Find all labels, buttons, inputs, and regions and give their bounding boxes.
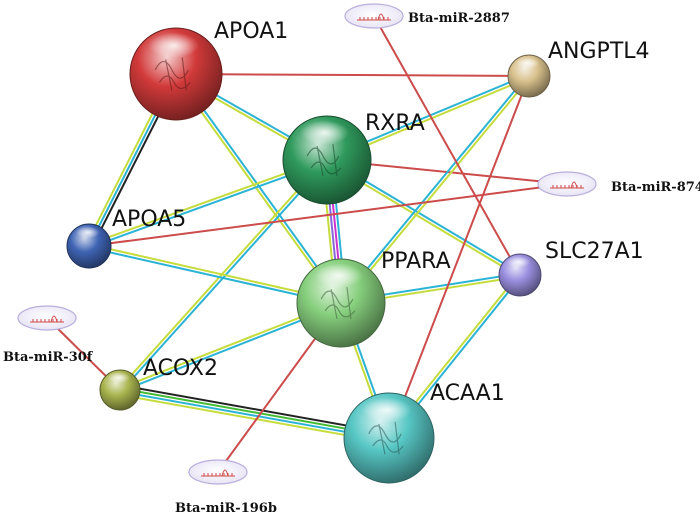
mirna-node-mir30f[interactable] (17, 305, 77, 331)
protein-label-acox2: ACOX2 (143, 356, 218, 381)
edge-line-yellow (118, 393, 389, 444)
sphere-highlight (148, 32, 199, 59)
edge-APOA1-PPARA (173, 72, 344, 305)
edge-line-red (388, 75, 530, 439)
rna-hairpin-icon (550, 181, 584, 189)
protein-label-rxra: RXRA (365, 111, 425, 136)
protein-structure-icon (320, 287, 356, 319)
edge-APOA5-miR874 (88, 183, 568, 247)
protein-structure-icon (368, 421, 404, 455)
nodes-layer (17, 3, 597, 485)
protein-node-slc27a1[interactable] (498, 253, 542, 297)
rna-hairpin-icon (30, 315, 64, 323)
edge-PPARA-ANGPTL4 (338, 74, 532, 305)
edge-APOA1-ANGPTL4 (175, 73, 530, 77)
protein-structure-icon (154, 57, 191, 91)
mirna-node-mir2887[interactable] (344, 3, 404, 29)
protein-node-ppara[interactable] (296, 258, 386, 348)
edge-miR2887-SLC27A1 (373, 15, 521, 276)
mirna-ellipse[interactable] (188, 459, 248, 485)
mirna-label-mir196b: Bta-miR-196b (175, 501, 277, 516)
protein-label-angptl4: ANGPTL4 (548, 39, 650, 64)
edge-ANGPTL4-ACAA1 (388, 75, 530, 439)
mirna-label-mir2887: Bta-miR-2887 (408, 11, 510, 26)
edge-line-cyan (338, 74, 529, 303)
sphere-highlight (314, 263, 363, 289)
edge-line-cyan (119, 390, 389, 441)
mirna-label-mir874: Bta-miR-874 (611, 180, 700, 195)
mirna-node-mir874[interactable] (537, 171, 597, 197)
protein-node-apoa5[interactable] (66, 223, 112, 269)
edge-line-cyan (176, 72, 344, 303)
mirna-ellipse[interactable] (344, 3, 404, 29)
protein-structure-icon (306, 144, 342, 176)
protein-node-angptl4[interactable] (507, 54, 551, 98)
edge-line-red (175, 73, 530, 77)
sphere-highlight (516, 57, 540, 69)
sphere-highlight (300, 120, 349, 146)
sphere-highlight (507, 256, 531, 268)
mirna-node-mir196b[interactable] (188, 459, 248, 485)
edge-line-black (120, 384, 391, 435)
protein-label-ppara: PPARA (381, 249, 451, 274)
sphere-highlight (362, 397, 412, 423)
protein-node-rxra[interactable] (282, 115, 372, 205)
protein-node-acaa1[interactable] (343, 392, 435, 484)
sphere-highlight (108, 372, 130, 384)
edge-line-red (373, 15, 521, 276)
edge-line-yellow (341, 76, 532, 305)
mirna-ellipse[interactable] (537, 171, 597, 197)
sphere-highlight (75, 226, 100, 239)
edge-line-yellow (173, 74, 341, 305)
protein-label-acaa1: ACAA1 (430, 381, 505, 406)
protein-label-slc27a1: SLC27A1 (545, 239, 644, 264)
protein-node-apoa1[interactable] (129, 27, 223, 121)
edge-line-green (120, 387, 390, 438)
edge-ACOX2-ACAA1 (118, 384, 391, 444)
rna-hairpin-icon (357, 13, 391, 21)
protein-node-acox2[interactable] (99, 369, 141, 411)
edge-line-red (88, 183, 568, 247)
protein-label-apoa1: APOA1 (214, 19, 288, 44)
mirna-label-mir30f: Bta-miR-30f (3, 350, 94, 365)
rna-hairpin-icon (201, 469, 235, 477)
protein-label-apoa5: APOA5 (112, 207, 186, 232)
mirna-ellipse[interactable] (17, 305, 77, 331)
